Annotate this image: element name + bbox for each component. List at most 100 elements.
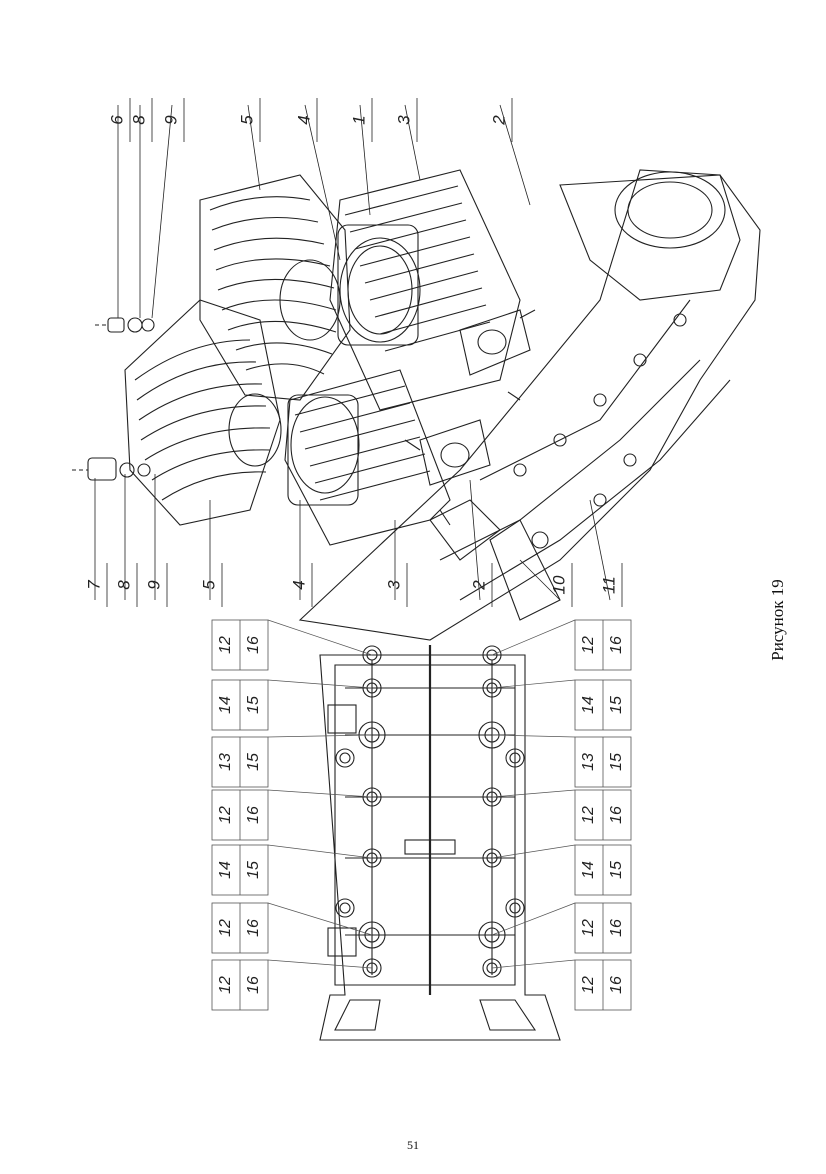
label-lower-number: 16	[608, 636, 625, 654]
label-leader	[491, 844, 576, 859]
label-leader	[267, 734, 373, 738]
cylinder-head-right	[199, 174, 351, 401]
label-lower-number: 16	[245, 976, 262, 994]
label-upper-number: 13	[580, 753, 597, 771]
figure-caption: Рисунок 19	[748, 560, 808, 680]
bolt-hole-inner	[509, 752, 521, 764]
label-leader	[491, 789, 576, 798]
fasteners	[72, 317, 155, 481]
label-lower-number: 16	[608, 919, 625, 937]
label-lower-number: 16	[608, 806, 625, 824]
bolt-hole	[482, 958, 502, 978]
label-lower-number: 16	[245, 636, 262, 654]
crankcase-illustration	[298, 169, 761, 641]
label-leader	[267, 789, 373, 798]
label-lower-number: 15	[608, 696, 625, 714]
callout-number: 10	[549, 575, 568, 594]
label-lower-number: 16	[245, 806, 262, 824]
label-leader	[267, 619, 373, 656]
label-leader	[267, 902, 373, 936]
bolt-hole-inner	[339, 902, 351, 914]
label-upper-number: 12	[217, 806, 234, 824]
bolt-hole-inner	[486, 649, 498, 661]
label-leader	[491, 619, 576, 656]
label-lower-number: 16	[608, 976, 625, 994]
callout-number: 8	[129, 115, 148, 125]
bolt-hole	[358, 921, 386, 949]
callout-number: 4	[289, 580, 308, 589]
label-leader	[491, 902, 576, 936]
callout-number: 3	[384, 580, 403, 590]
torque-label-table: 12 16 12 16 14 15 12 16 13 15 14 15 12 16 12 16 12 16 14 15…	[211, 619, 632, 1011]
label-lower-number: 15	[608, 861, 625, 879]
label-upper-number: 14	[217, 696, 234, 714]
label-lower-number: 15	[245, 696, 262, 714]
caption-text: Рисунок 19	[768, 579, 787, 661]
callout-number: 2	[489, 115, 508, 126]
label-upper-number: 12	[580, 806, 597, 824]
label-leader	[491, 679, 576, 689]
bolt-hole	[362, 645, 382, 665]
bolt-hole-inner	[486, 791, 498, 803]
bolt-hole-inner	[366, 682, 378, 694]
cylinder-left	[284, 369, 451, 546]
bolt-hole	[362, 678, 382, 698]
bolt-hole-inner	[366, 962, 378, 974]
callout-number: 3	[394, 115, 413, 125]
bolt-hole-inner	[366, 649, 378, 661]
bolt-hole-inner	[366, 852, 378, 864]
callout-leaders	[94, 104, 611, 601]
bolt-hole-inner	[484, 927, 500, 943]
bolt-hole	[482, 787, 502, 807]
intake-flanges	[404, 309, 536, 526]
bolt-holes	[335, 645, 525, 978]
bolt-hole-inner	[486, 962, 498, 974]
label-lower-number: 15	[245, 861, 262, 879]
label-upper-number: 12	[217, 919, 234, 937]
label-upper-number: 12	[580, 919, 597, 937]
crankcase-plan-view	[319, 645, 561, 1041]
callout-number: 9	[161, 115, 180, 125]
callout-number: 7	[84, 580, 103, 590]
bolt-hole-inner	[486, 682, 498, 694]
bolt-hole	[505, 748, 525, 768]
bolt-hole	[362, 848, 382, 868]
cylinder-right	[329, 169, 521, 411]
callout-number: 5	[237, 115, 256, 125]
label-upper-number: 12	[217, 636, 234, 654]
label-lower-number: 15	[245, 753, 262, 771]
label-upper-number: 14	[580, 861, 597, 879]
callout-number: 4	[294, 115, 313, 124]
label-leader	[267, 959, 373, 969]
bolt-hole	[482, 645, 502, 665]
bolt-hole	[482, 848, 502, 868]
exploded-engine-view	[72, 104, 761, 641]
bolt-hole-inner	[486, 852, 498, 864]
label-lower-number: 15	[608, 753, 625, 771]
cylinder-head-left	[124, 299, 282, 526]
bolt-hole	[362, 958, 382, 978]
callout-number: 5	[199, 580, 218, 590]
label-upper-number: 14	[580, 696, 597, 714]
label-upper-number: 12	[580, 976, 597, 994]
label-leader	[267, 844, 373, 859]
callout-number: 9	[144, 580, 163, 590]
bolt-hole-inner	[509, 902, 521, 914]
bolt-hole	[482, 678, 502, 698]
label-upper-number: 13	[217, 753, 234, 771]
label-leader	[491, 734, 576, 738]
label-leader	[491, 959, 576, 969]
bolt-hole	[505, 898, 525, 918]
bolt-hole	[478, 921, 506, 949]
label-upper-number: 12	[217, 976, 234, 994]
callout-number: 6	[107, 115, 126, 125]
label-lower-number: 16	[245, 919, 262, 937]
label-upper-number: 14	[217, 861, 234, 879]
callout-number: 11	[599, 576, 618, 594]
bolt-hole	[335, 748, 355, 768]
callout-number: 1	[349, 115, 368, 124]
callout-number: 2	[469, 580, 488, 591]
